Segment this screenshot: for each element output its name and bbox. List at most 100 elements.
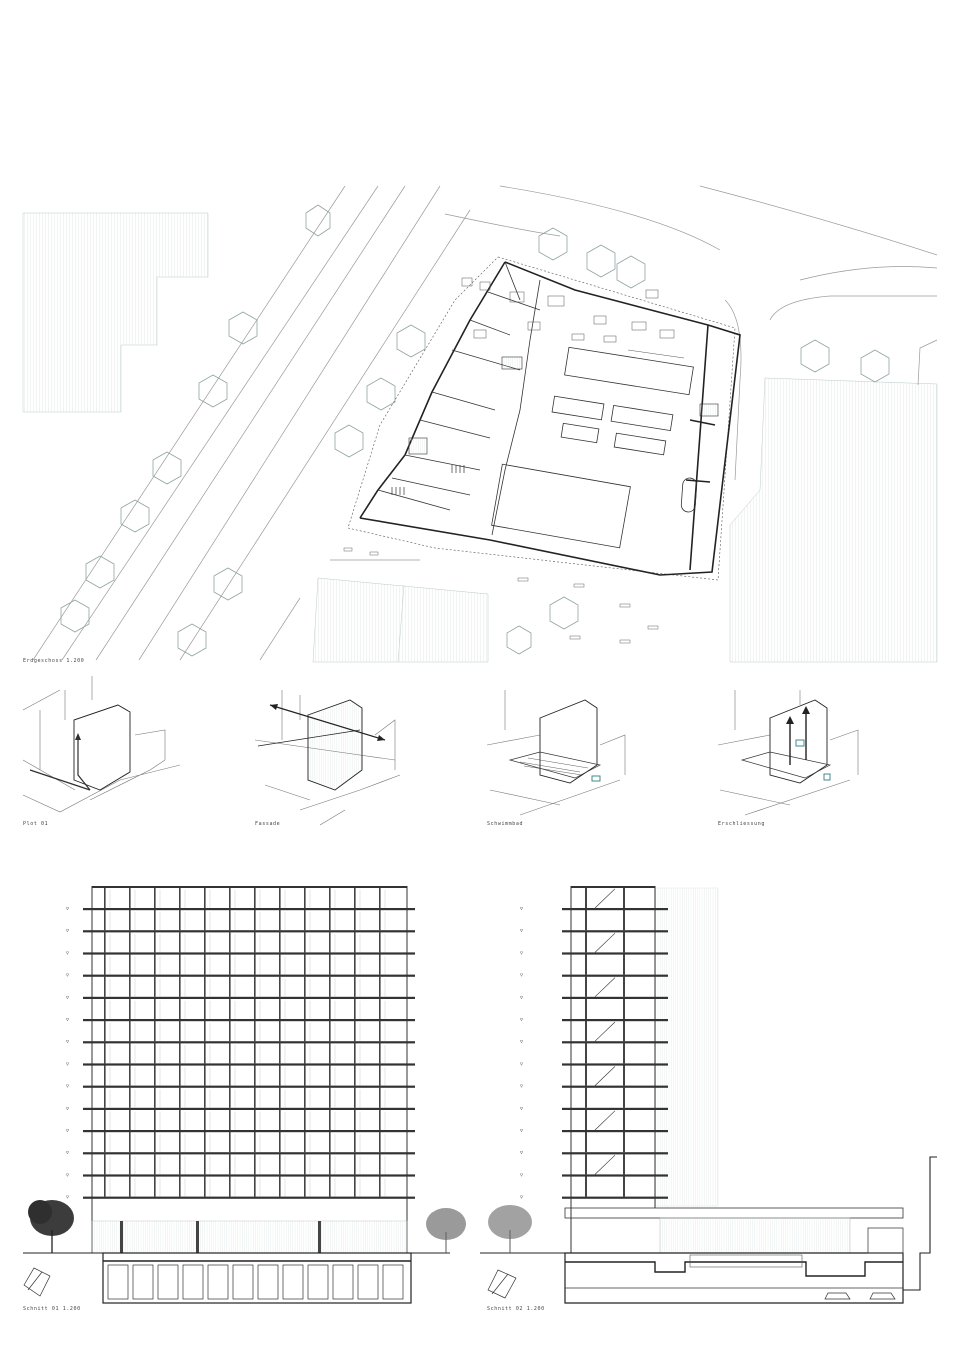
level-marker: ▽ [520, 1017, 524, 1023]
column [354, 887, 356, 908]
floor-slab [562, 908, 668, 911]
column [154, 1176, 156, 1197]
tree-icon [85, 555, 115, 589]
diagram-label-access: Erschliessung [718, 821, 765, 827]
tree-icon [549, 596, 579, 630]
tree-icon [396, 324, 426, 358]
column [179, 998, 181, 1019]
column [354, 1132, 356, 1153]
column [279, 1132, 281, 1153]
column [254, 1109, 256, 1130]
column [129, 1087, 131, 1108]
column [129, 1154, 131, 1175]
diagram-plot: Plot 01 [22, 676, 181, 827]
column [254, 910, 256, 931]
column [304, 976, 306, 997]
column [154, 932, 156, 953]
column [229, 887, 231, 908]
floor-slab [83, 1130, 415, 1133]
column [304, 1087, 306, 1108]
column [379, 1109, 381, 1130]
column [254, 1154, 256, 1175]
level-marker: ▽ [520, 928, 524, 934]
tree-icon [506, 625, 532, 655]
column [279, 998, 281, 1019]
level-marker: ▽ [66, 995, 70, 1001]
column [254, 1021, 256, 1042]
column [354, 954, 356, 975]
floor-slab [562, 974, 668, 977]
column [379, 1065, 381, 1086]
stair-icon [408, 356, 719, 455]
level-marker: ▽ [66, 1172, 70, 1178]
column [229, 1132, 231, 1153]
roof-slab [92, 886, 407, 888]
section-label-01: Schnitt 01 1.200 [23, 1306, 81, 1312]
floor-slab [83, 1041, 415, 1044]
level-marker: ▽ [520, 1061, 524, 1067]
column [204, 910, 206, 931]
north-arrow-icon [487, 1269, 517, 1299]
column [179, 1154, 181, 1175]
column [379, 998, 381, 1019]
column [354, 1065, 356, 1086]
column [179, 1109, 181, 1130]
column [229, 976, 231, 997]
column [254, 932, 256, 953]
column [279, 1176, 281, 1197]
tree-icon [177, 623, 207, 657]
column [279, 1087, 281, 1108]
column [229, 998, 231, 1019]
column [104, 1065, 106, 1086]
column [104, 887, 106, 908]
column [179, 1087, 181, 1108]
column [254, 1087, 256, 1108]
column [229, 932, 231, 953]
column [204, 1132, 206, 1153]
level-marker: ▽ [520, 1106, 524, 1112]
floor-slab [83, 1085, 415, 1088]
column [104, 954, 106, 975]
tree-icon [60, 599, 90, 633]
column [254, 1043, 256, 1064]
level-marker: ▽ [66, 1039, 70, 1045]
column [279, 954, 281, 975]
north-arrow-icon [23, 1267, 51, 1297]
column [279, 887, 281, 908]
column [329, 910, 331, 931]
column [129, 1132, 131, 1153]
column [229, 1021, 231, 1042]
column [104, 998, 106, 1019]
column [354, 1154, 356, 1175]
column [279, 910, 281, 931]
column [379, 1087, 381, 1108]
column [254, 954, 256, 975]
column [204, 976, 206, 997]
level-marker: ▽ [520, 950, 524, 956]
floor-slab [562, 1085, 668, 1088]
column [204, 998, 206, 1019]
column [329, 954, 331, 975]
section-01-basement [102, 1252, 412, 1304]
column [204, 1043, 206, 1064]
column [179, 887, 181, 908]
column [154, 910, 156, 931]
column [154, 1154, 156, 1175]
column [254, 1176, 256, 1197]
column [179, 1043, 181, 1064]
section-02-facade-glass [654, 887, 719, 1207]
column [354, 910, 356, 931]
level-marker: ▽ [66, 973, 70, 979]
section-02-floors: ▽▽▽▽▽▽▽▽▽▽▽▽▽▽ [520, 886, 668, 1253]
level-marker: ▽ [520, 973, 524, 979]
section-01: ▽▽▽▽▽▽▽▽▽▽▽▽▽▽ Schnitt 01 1.200 [23, 886, 466, 1312]
diagram-label-plot: Plot 01 [23, 821, 48, 827]
trees [60, 204, 890, 657]
column [379, 976, 381, 997]
tree-icon [228, 311, 258, 345]
column [329, 1109, 331, 1130]
column [354, 932, 356, 953]
column [279, 932, 281, 953]
column [129, 1176, 131, 1197]
